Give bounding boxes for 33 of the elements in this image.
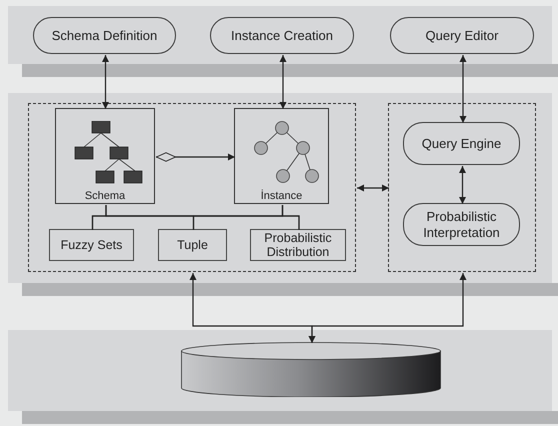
- connector-line: [282, 205, 300, 230]
- arrow: [459, 166, 466, 204]
- rounded-box: [33, 17, 176, 54]
- arrow: [460, 55, 466, 123]
- node-label: Probabilistic Distribution: [263, 231, 333, 259]
- panel-label: Schema: [84, 190, 126, 202]
- rounded-box: [210, 17, 354, 54]
- arrow: [280, 55, 286, 109]
- dashed-group: [28, 103, 356, 272]
- node-label: Probabilistic Interpretation: [422, 208, 501, 240]
- node-label: Fuzzy Sets: [60, 238, 122, 252]
- tree-panel: [234, 108, 329, 204]
- node-label: Query Editor: [426, 28, 498, 44]
- node-label: Schema Definition: [52, 28, 158, 44]
- rounded-box: [390, 17, 534, 54]
- rounded-box: [403, 122, 520, 165]
- arrow: [357, 184, 389, 192]
- tree-panel: [55, 108, 155, 204]
- rounded-box: [403, 203, 520, 246]
- layer-band: [8, 6, 552, 64]
- arrow: [156, 152, 235, 162]
- node-label: Tuple: [177, 238, 208, 252]
- process-box: [158, 229, 227, 261]
- process-box: [250, 229, 346, 261]
- arrow: [102, 55, 109, 109]
- process-box: [49, 229, 134, 261]
- arrow: [308, 273, 466, 343]
- dashed-group: [388, 103, 536, 272]
- node-label: Instance Creation: [231, 28, 333, 44]
- panel-label: İnstance: [260, 190, 302, 202]
- layer-band: [8, 330, 552, 411]
- layer-band: [8, 93, 552, 283]
- node-label: Query Engine: [422, 136, 502, 152]
